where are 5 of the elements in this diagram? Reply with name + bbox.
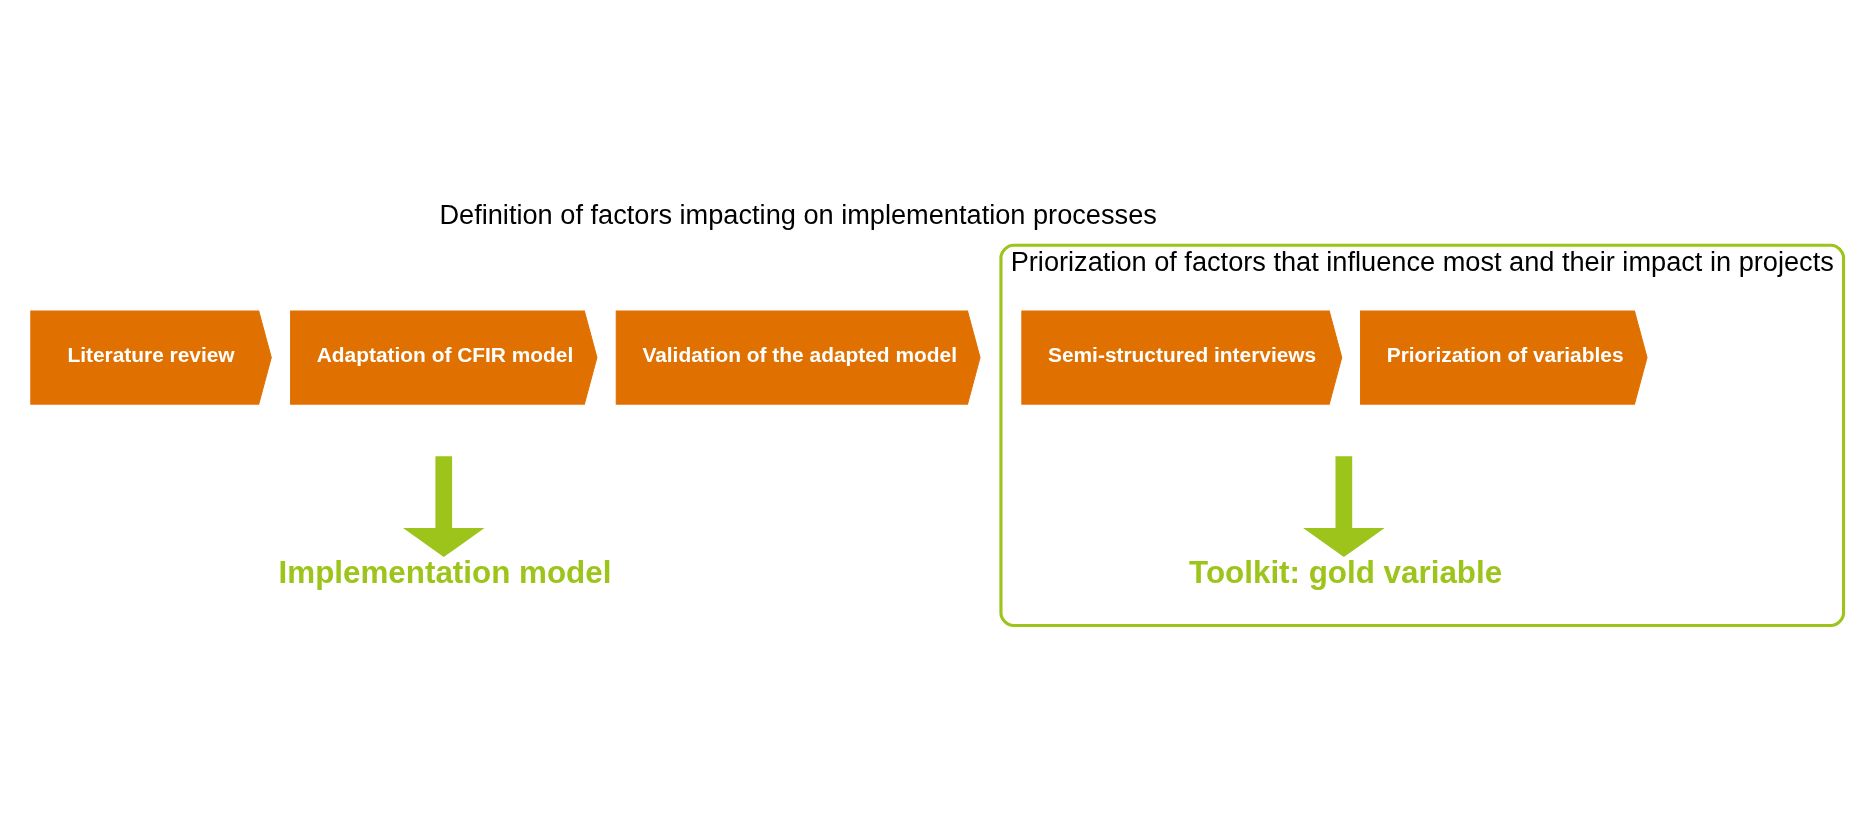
label: Definition of factors impacting on implementation processes [439,198,1157,230]
node-text: Toolkit: gold variable [1189,554,1503,590]
arrow [403,455,485,557]
node-text: Implementation model [278,554,612,590]
arrow [1303,455,1385,557]
